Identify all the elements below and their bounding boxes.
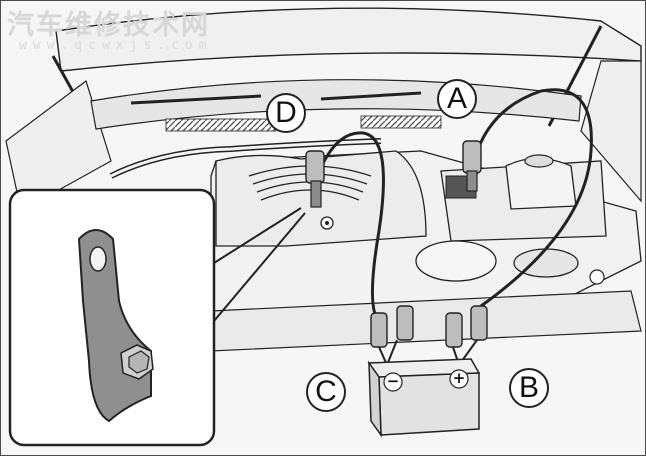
bracket-hole [89,246,107,272]
washer-cap [589,269,605,285]
inset-leader-top [213,207,302,264]
callout-b: B [509,368,549,408]
watermark-title: 汽车维修技术网 [7,10,210,41]
jumper-cable-negative [311,131,385,320]
callout-d: D [266,93,306,133]
clamp-remote-ground [305,150,325,208]
clamp-positive-post [462,140,482,192]
bracket-nut [120,344,154,380]
cowl [90,79,582,130]
body-outline-right [580,60,642,203]
cowl-vent-right [360,115,442,129]
callout-c: C [306,372,346,412]
negative-terminal-symbol: − [386,372,400,390]
cap-large [415,240,497,282]
watermark-url: www.qcwxjs.com [19,38,213,53]
clamp-battery-negative [370,305,414,368]
positive-terminal-symbol: + [452,369,466,387]
booster-battery [367,358,481,438]
jumper-cable-positive [469,88,593,308]
callout-a: A [437,79,477,119]
inset-leader-bottom [213,212,306,322]
wiper-left [130,94,262,105]
cowl-vent-left [165,118,277,132]
body-outline-left [5,80,112,212]
wiper-right [320,91,422,101]
